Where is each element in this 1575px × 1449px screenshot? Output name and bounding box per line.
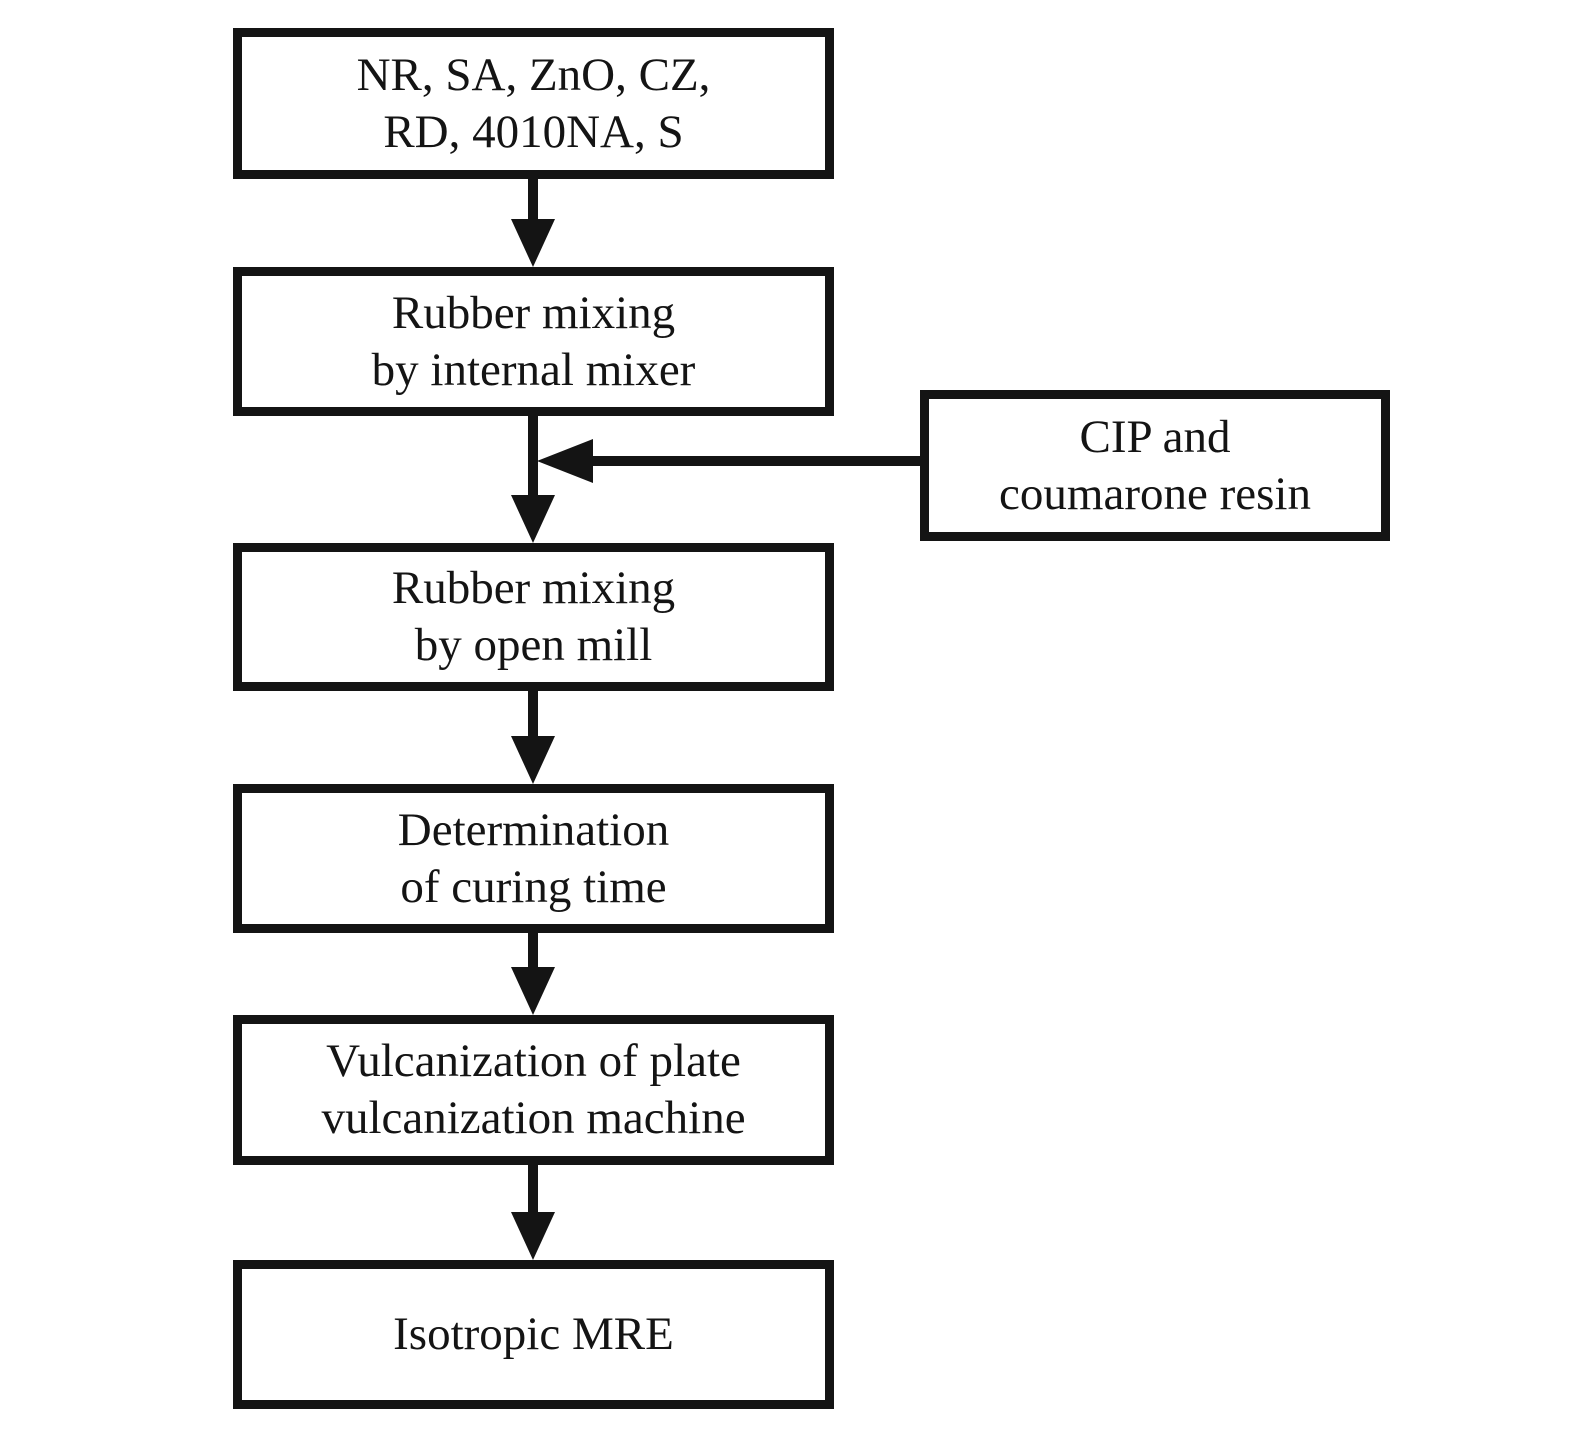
arrow-down-icon xyxy=(511,495,555,543)
flow-node-vulcanization-line2: vulcanization machine xyxy=(321,1092,746,1144)
flow-node-internal-mixer-line2: by internal mixer xyxy=(371,343,696,396)
flow-node-cip-line2: coumarone resin xyxy=(999,467,1311,520)
arrow-shaft-internal-mixer-to-open-mill xyxy=(528,415,538,500)
flow-node-vulcanization-line1: Vulcanization of plate xyxy=(326,1035,741,1087)
flow-node-rubber-mixing-internal-mixer: Rubber mixing by internal mixer xyxy=(233,267,834,416)
flow-node-vulcanization-machine: Vulcanization of plate vulcanization mac… xyxy=(233,1015,834,1165)
flow-node-ingredients-line2: RD, 4010NA, S xyxy=(383,105,684,158)
arrow-shaft-ingredients-to-internal-mixer xyxy=(528,178,538,224)
arrow-shaft-open-mill-to-curing-time xyxy=(528,690,538,740)
flow-node-curing-time-line1: Determination xyxy=(397,803,670,856)
arrow-down-icon xyxy=(511,1212,555,1260)
arrow-down-icon xyxy=(511,219,555,267)
arrow-shaft-cip-to-flow xyxy=(590,456,920,466)
arrow-left-icon xyxy=(537,439,593,483)
arrow-shaft-vulcanization-to-isotropic-mre xyxy=(528,1162,538,1216)
flow-node-cip-and-coumarone-resin: CIP and coumarone resin xyxy=(920,390,1390,541)
flow-node-rubber-mixing-open-mill: Rubber mixing by open mill xyxy=(233,543,834,691)
flow-node-open-mill-line1: Rubber mixing xyxy=(391,562,676,614)
arrow-shaft-curing-time-to-vulcanization xyxy=(528,932,538,972)
arrow-down-icon xyxy=(511,967,555,1015)
flow-node-open-mill-line2: by open mill xyxy=(414,619,653,671)
flow-node-ingredients-line1: NR, SA, ZnO, CZ, xyxy=(356,48,711,101)
flow-node-ingredients: NR, SA, ZnO, CZ, RD, 4010NA, S xyxy=(233,28,834,179)
flow-node-isotropic-mre: Isotropic MRE xyxy=(233,1260,834,1409)
flow-node-determination-of-curing-time: Determination of curing time xyxy=(233,784,834,933)
flow-node-curing-time-line2: of curing time xyxy=(400,860,667,913)
flow-node-internal-mixer-line1: Rubber mixing xyxy=(391,286,676,339)
flow-node-isotropic-mre-line1: Isotropic MRE xyxy=(393,1308,674,1360)
arrow-down-icon xyxy=(511,736,555,784)
flow-node-cip-line1: CIP and xyxy=(1079,410,1231,463)
